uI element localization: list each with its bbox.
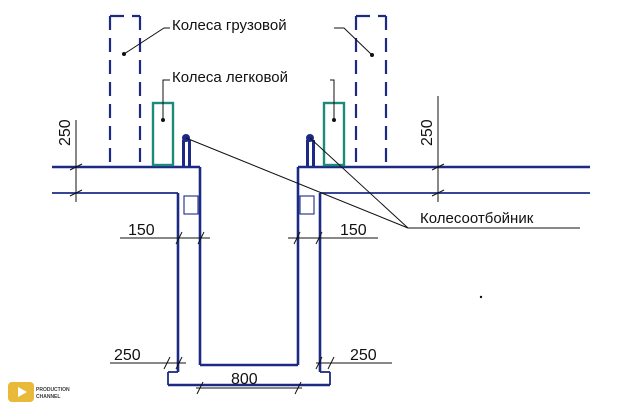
dim-ledge-left: [120, 231, 210, 245]
dim-pit-width: [196, 381, 302, 395]
recess-left: [183, 195, 199, 215]
stray-mark: [479, 295, 483, 299]
dim-height-right: [431, 96, 445, 202]
car-leader-dot-right: [332, 118, 336, 122]
dim-height-right-text: 250: [419, 119, 436, 146]
car-leader-dot-left: [161, 118, 165, 122]
logo-line-2: CHANNEL: [36, 394, 60, 400]
truck-leader-right: [334, 27, 373, 56]
stop-leader-right: [309, 137, 580, 229]
dim-height-left-text: 250: [57, 119, 74, 146]
dim-height-left: [69, 120, 83, 202]
car-leader-left: [162, 79, 170, 120]
dim-pit-width-text: 800: [231, 371, 258, 388]
recess-right: [299, 195, 315, 215]
car-leader-right: [330, 79, 335, 120]
wheel-stop-label: Колесоотбойник: [420, 210, 534, 227]
dim-ledge-right-text: 150: [340, 222, 367, 239]
stop-leader-left: [185, 137, 409, 229]
channel-logo: PRODUCTION CHANNEL: [8, 382, 70, 402]
dim-wall-left-text: 250: [114, 347, 141, 364]
car-wheels-label: Колеса легковой: [172, 69, 288, 86]
truck-leader-dot-right: [370, 53, 374, 57]
truck-wheels-label: Колеса грузовой: [172, 17, 287, 34]
dim-wall-right: [315, 356, 392, 370]
dim-wall-right-text: 250: [350, 347, 377, 364]
dim-ledge-left-text: 150: [128, 222, 155, 239]
dim-ledge-right: [288, 231, 378, 245]
truck-leader-dot-left: [122, 52, 126, 56]
truck-leader-left: [123, 27, 170, 55]
dim-wall-left: [110, 356, 186, 370]
logo-line-1: PRODUCTION: [36, 387, 70, 393]
